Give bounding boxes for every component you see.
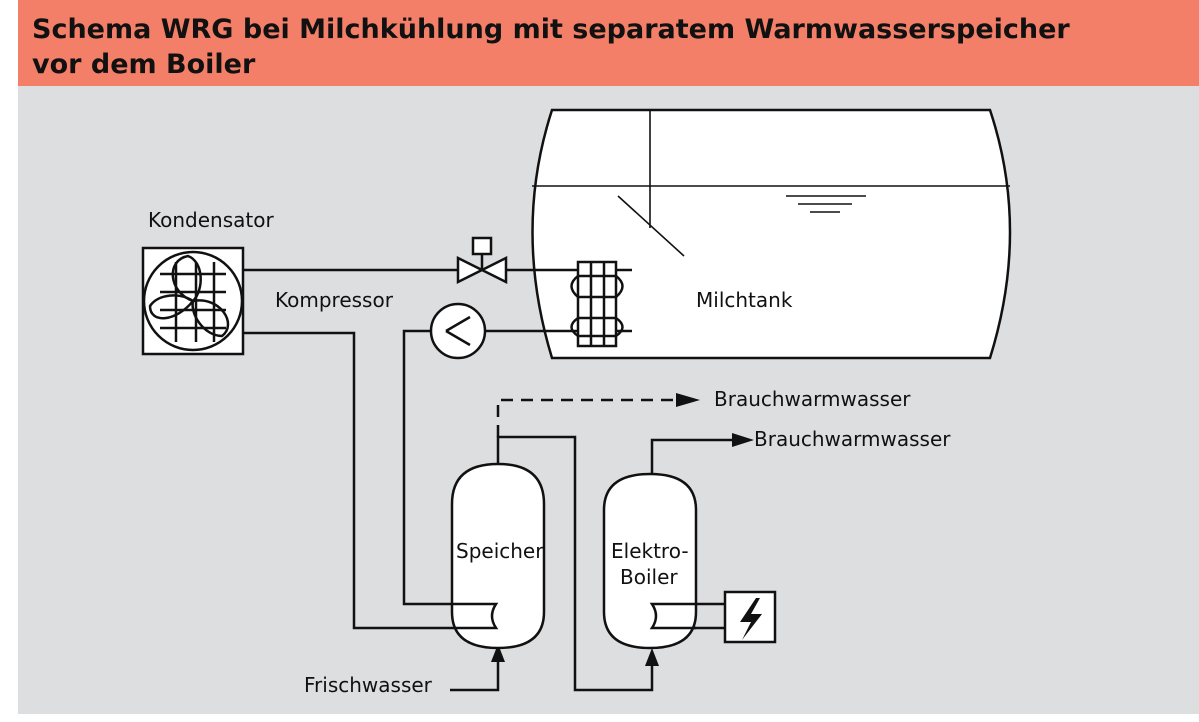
liquid-level-icon [786, 195, 866, 213]
condenser-icon [141, 246, 245, 356]
label-storage: Speicher [456, 539, 544, 563]
title-line-2: vor dem Boiler [32, 49, 256, 80]
compressor-icon [429, 302, 487, 360]
milk-tank [531, 108, 1012, 360]
label-compressor: Kompressor [275, 288, 394, 312]
label-hot-water-2: Brauchwarmwasser [754, 427, 951, 451]
expansion-valve-icon [456, 236, 508, 285]
title-line-1: Schema WRG bei Milchkühlung mit separate… [32, 14, 1070, 45]
label-milk-tank: Milchtank [696, 288, 793, 312]
evaporator-coil-icon [570, 260, 624, 348]
flow-arrows [491, 393, 754, 666]
title-banner: Schema WRG bei Milchkühlung mit separate… [18, 0, 1199, 86]
electric-heater-icon [723, 590, 777, 644]
electric-boiler [602, 472, 698, 650]
refrigerant-lines [243, 268, 632, 333]
label-condenser: Kondensator [148, 208, 274, 232]
storage-tank [450, 462, 546, 650]
page-title: Schema WRG bei Milchkühlung mit separate… [32, 12, 1070, 82]
label-boiler-line-2: Boiler [620, 565, 678, 589]
label-hot-water-1: Brauchwarmwasser [714, 387, 911, 411]
dashed-hot-water-line [496, 398, 678, 437]
label-boiler-line-1: Elektro- [611, 539, 689, 563]
label-fresh-water: Frischwasser [304, 673, 433, 697]
